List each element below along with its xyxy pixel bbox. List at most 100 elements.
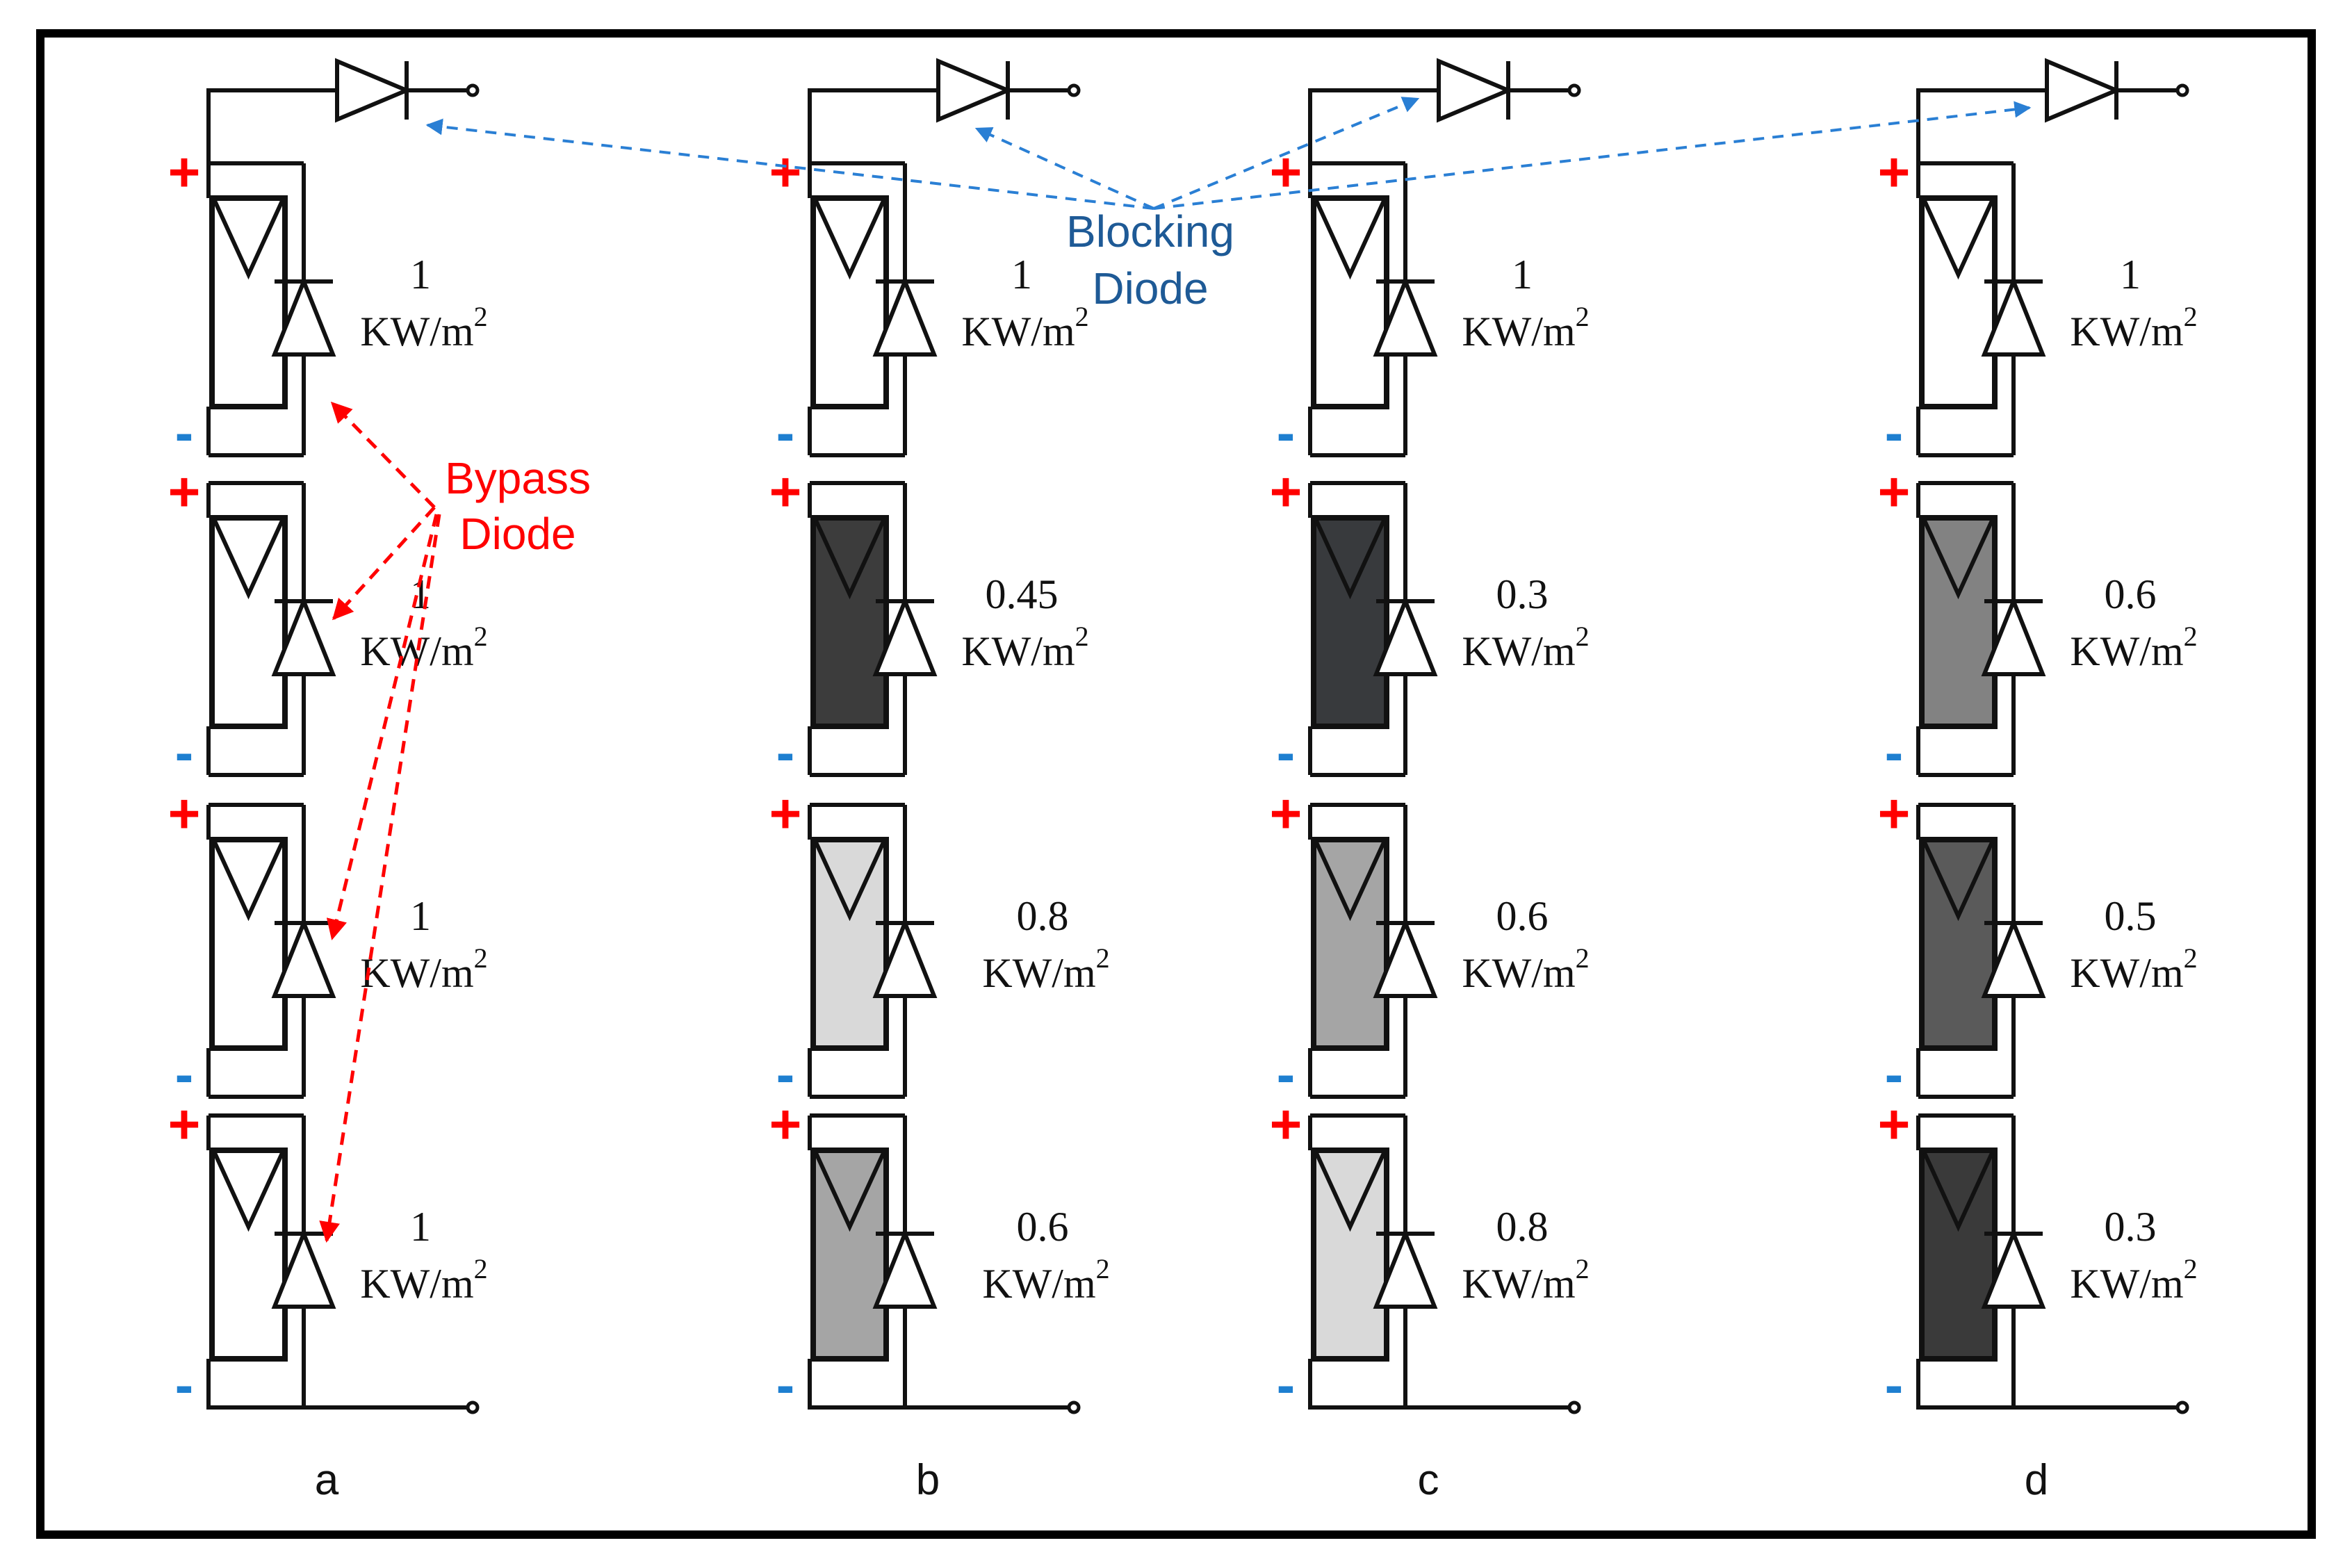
plus-terminal-sign: +	[1878, 461, 1911, 523]
irradiance-unit: KW/m2	[360, 942, 487, 996]
irradiance-unit: KW/m2	[2070, 942, 2197, 996]
irradiance-unit: KW/m2	[1462, 621, 1589, 674]
pv-cell-triangle-icon	[1314, 1152, 1386, 1232]
minus-terminal-sign: -	[1885, 1043, 1904, 1105]
bypass-diode-icon	[872, 595, 938, 676]
pv-cell-triangle-icon	[1922, 519, 1994, 600]
bypass-arrow-1	[330, 401, 436, 509]
pv-cell-triangle-icon	[814, 519, 885, 600]
plus-terminal-sign: +	[1270, 783, 1302, 844]
plus-terminal-sign: +	[168, 1093, 201, 1155]
pv-cell-triangle-icon	[213, 1152, 284, 1232]
irradiance-value: 0.3	[1496, 571, 1549, 617]
irradiance-unit: KW/m2	[2070, 621, 2197, 674]
bypass-diode-icon	[872, 1227, 938, 1309]
blocking-diode-icon	[2045, 58, 2122, 123]
bypass-arrow-3	[326, 514, 439, 940]
blocking-arrow-c	[1153, 97, 1420, 210]
panel-a: +-1KW/m2+-1KW/m2+-1KW/m2+-1KW/m2a	[168, 58, 488, 1504]
pv-module: +-0.6KW/m2	[1270, 783, 1590, 1105]
pv-cell	[1311, 195, 1389, 409]
pv-cell	[810, 1148, 889, 1362]
irradiance-unit-base: KW/m	[1462, 628, 1575, 674]
pv-cell	[810, 195, 889, 409]
pv-cell	[1919, 195, 1998, 409]
pv-cell-triangle-icon	[1922, 1152, 1994, 1232]
bypass-diode-icon	[1981, 275, 2046, 357]
irradiance-unit-base: KW/m	[1462, 1261, 1575, 1307]
minus-terminal-sign: -	[1277, 721, 1296, 783]
panel-c: +-1KW/m2+-0.3KW/m2+-0.6KW/m2+-0.8KW/m2c	[1270, 58, 1590, 1504]
irradiance-value: 0.6	[2105, 571, 2157, 617]
minus-terminal-sign: -	[175, 721, 194, 783]
blocking-diode-icon	[335, 58, 412, 123]
pv-module: +-1KW/m2	[168, 461, 488, 783]
pv-cell	[1919, 837, 1998, 1051]
irradiance-value: 1	[2120, 252, 2141, 297]
irradiance-unit-base: KW/m	[961, 628, 1075, 674]
panel-label: d	[2025, 1456, 2048, 1504]
irradiance-unit-sup: 2	[474, 1253, 488, 1284]
irradiance-unit: KW/m2	[2070, 301, 2197, 354]
bypass-diode-icon	[271, 595, 336, 676]
output-terminal-icon	[466, 83, 480, 97]
pv-cell	[1919, 515, 1998, 729]
irradiance-unit-base: KW/m	[961, 309, 1075, 354]
plus-terminal-sign: +	[1270, 461, 1302, 523]
irradiance-unit-sup: 2	[1075, 301, 1089, 332]
blocking-arrow-b	[974, 126, 1154, 210]
bypass-diode-icon	[1373, 1227, 1438, 1309]
irradiance-unit: KW/m2	[360, 301, 487, 354]
pv-cell	[1919, 1148, 1998, 1362]
pv-module: +-1KW/m2	[1878, 141, 2198, 464]
irradiance-value: 1	[410, 252, 431, 297]
irradiance-unit-sup: 2	[2184, 301, 2198, 332]
plus-terminal-sign: +	[769, 1093, 802, 1155]
panels: +-1KW/m2+-1KW/m2+-1KW/m2+-1KW/m2a+-1KW/m…	[168, 58, 2198, 1504]
pv-cell-triangle-icon	[1314, 199, 1386, 280]
irradiance-unit-base: KW/m	[1462, 309, 1575, 354]
minus-terminal-sign: -	[1277, 1043, 1296, 1105]
return-terminal-icon	[1067, 1400, 1081, 1414]
pv-cell-triangle-icon	[1922, 841, 1994, 922]
irradiance-unit-sup: 2	[2184, 1253, 2198, 1284]
bypass-diode-icon	[1981, 1227, 2046, 1309]
irradiance-unit-sup: 2	[1075, 621, 1089, 652]
irradiance-unit: KW/m2	[2070, 1253, 2197, 1307]
minus-terminal-sign: -	[776, 721, 795, 783]
pv-cell-triangle-icon	[814, 1152, 885, 1232]
irradiance-value: 0.8	[1017, 893, 1069, 939]
pv-module: +-1KW/m2	[1270, 141, 1590, 464]
irradiance-unit-sup: 2	[474, 942, 488, 974]
irradiance-unit: KW/m2	[961, 301, 1088, 354]
irradiance-value: 1	[1011, 252, 1032, 297]
panel-d: +-1KW/m2+-0.6KW/m2+-0.5KW/m2+-0.3KW/m2d	[1878, 58, 2198, 1504]
panel-label: c	[1418, 1456, 1439, 1504]
plus-terminal-sign: +	[769, 783, 802, 844]
irradiance-unit-sup: 2	[474, 621, 488, 652]
bypass-diode-annotation: Bypass Diode	[319, 401, 591, 1243]
output-terminal-icon	[1067, 83, 1081, 97]
minus-terminal-sign: -	[175, 1354, 194, 1416]
irradiance-unit-base: KW/m	[1462, 950, 1575, 996]
blocking-arrow-d	[1153, 101, 2032, 210]
pv-cell	[209, 1148, 288, 1362]
pv-cell	[209, 837, 288, 1051]
irradiance-unit-sup: 2	[1096, 1253, 1110, 1284]
pv-cell-triangle-icon	[1314, 519, 1386, 600]
pv-module: +-0.8KW/m2	[769, 783, 1110, 1105]
blocking-label-line1: Blocking	[1066, 206, 1234, 256]
output-terminal-icon	[2175, 83, 2189, 97]
irradiance-unit-base: KW/m	[2070, 1261, 2183, 1307]
plus-terminal-sign: +	[769, 141, 802, 203]
irradiance-unit-base: KW/m	[2070, 628, 2183, 674]
minus-terminal-sign: -	[776, 1354, 795, 1416]
plus-terminal-sign: +	[168, 141, 201, 203]
irradiance-value: 0.3	[2105, 1204, 2157, 1250]
irradiance-unit: KW/m2	[1462, 942, 1589, 996]
irradiance-unit-base: KW/m	[2070, 950, 2183, 996]
irradiance-unit: KW/m2	[982, 1253, 1109, 1307]
blocking-diode-icon	[936, 58, 1013, 123]
irradiance-unit-sup: 2	[1576, 1253, 1590, 1284]
irradiance-unit: KW/m2	[360, 1253, 487, 1307]
